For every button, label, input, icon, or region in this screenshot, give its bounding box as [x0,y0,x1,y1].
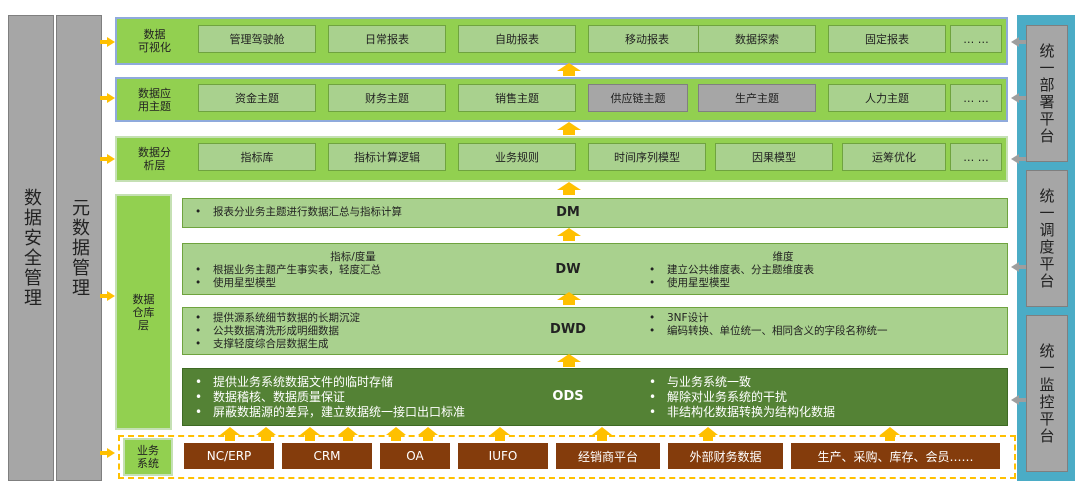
dw-right-title: 维度 [772,251,794,263]
app-item-fund[interactable]: 资金主题 [198,84,316,112]
unified-deploy-platform: 统一部署平台 [1026,25,1068,162]
dm-bullet: 报表分业务主题进行数据汇总与指标计算 [195,206,402,219]
dw-bar: 指标/度量 根据业务主题产生事实表，轻度汇总 使用星型模型 DW 维度 建立公共… [182,243,1008,295]
app-item-finance[interactable]: 财务主题 [328,84,446,112]
dw-right-bullet: 建立公共维度表、分主题维度表 [649,264,814,277]
warehouse-layer: 数据 仓库 层 [115,194,172,430]
ods-right-bullet: 解除对业务系统的干扰 [649,390,835,405]
dwd-left-bullets: 提供源系统细节数据的长期沉淀 公共数据清洗形成明细数据 支撑轻度综合层数据生成 [195,312,360,351]
dw-left-bullet: 使用星型模型 [195,277,381,290]
source-item-external-finance[interactable]: 外部财务数据 [668,443,783,469]
analysis-item-business-rules[interactable]: 业务规则 [458,143,576,171]
analysis-item-time-series[interactable]: 时间序列模型 [588,143,706,171]
ods-right-bullet: 与业务系统一致 [649,375,835,390]
viz-item-cockpit[interactable]: 管理驾驶舱 [198,25,316,53]
app-item-hr[interactable]: 人力主题 [828,84,946,112]
source-system-frame [118,435,1016,479]
viz-item-self-service-report[interactable]: 自助报表 [458,25,576,53]
ods-bar: 提供业务系统数据文件的临时存储 数据稽核、数据质量保证 屏蔽数据源的差异，建立数… [182,368,1008,426]
viz-item-more[interactable]: … … [950,25,1002,53]
analysis-item-causal-model[interactable]: 因果模型 [715,143,833,171]
source-item-production-etc[interactable]: 生产、采购、库存、会员…… [791,443,1000,469]
dw-right-bullet: 使用星型模型 [649,277,814,290]
application-theme-layer-label: 数据应 用主题 [138,86,171,113]
data-security-column: 数据安全管理 [8,15,54,481]
app-item-sales[interactable]: 销售主题 [458,84,576,112]
analysis-item-optimization[interactable]: 运筹优化 [842,143,946,171]
app-item-more[interactable]: … … [950,84,1002,112]
dwd-left-bullet: 支撑轻度综合层数据生成 [195,338,360,351]
viz-item-daily-report[interactable]: 日常报表 [328,25,446,53]
ods-left-bullet: 数据稽核、数据质量保证 [195,390,465,405]
dw-left-bullet: 根据业务主题产生事实表，轻度汇总 [195,264,381,277]
ods-right-bullets: 与业务系统一致 解除对业务系统的干扰 非结构化数据转换为结构化数据 [649,375,835,420]
dm-code: DM [556,205,580,220]
source-item-oa[interactable]: OA [380,443,450,469]
ods-left-bullet: 屏蔽数据源的差异，建立数据统一接口出口标准 [195,405,465,420]
source-item-iufo[interactable]: IUFO [458,443,548,469]
ods-right-bullet: 非结构化数据转换为结构化数据 [649,405,835,420]
application-theme-layer: 数据应 用主题 资金主题 财务主题 销售主题 供应链主题 生产主题 人力主题 …… [115,77,1008,122]
dwd-left-bullet: 公共数据清洗形成明细数据 [195,325,360,338]
source-system-label: 业务 系统 [137,444,159,470]
dw-right-bullets: 建立公共维度表、分主题维度表 使用星型模型 [649,264,814,290]
dwd-code: DWD [550,322,586,337]
source-item-dealer-platform[interactable]: 经销商平台 [556,443,660,469]
visualization-layer-label: 数据 可视化 [138,28,171,54]
unified-monitor-platform: 统一监控平台 [1026,315,1068,472]
analysis-layer: 数据分 析层 指标库 指标计算逻辑 业务规则 时间序列模型 因果模型 运筹优化 … [115,136,1008,182]
dwd-right-bullets: 3NF设计 编码转换、单位统一、相同含义的字段名称统一 [649,312,888,338]
dwd-right-bullet: 编码转换、单位统一、相同含义的字段名称统一 [649,325,888,338]
dwd-left-bullet: 提供源系统细节数据的长期沉淀 [195,312,360,325]
dm-bar: 报表分业务主题进行数据汇总与指标计算 DM [182,198,1008,228]
source-item-crm[interactable]: CRM [282,443,372,469]
dw-code: DW [555,262,581,277]
viz-item-data-exploration[interactable]: 数据探索 [698,25,816,53]
analysis-item-more[interactable]: … … [950,143,1002,171]
dwd-right-bullet: 3NF设计 [649,312,888,325]
viz-item-fixed-report[interactable]: 固定报表 [828,25,946,53]
visualization-layer: 数据 可视化 管理驾驶舱 日常报表 自助报表 移动报表 数据探索 固定报表 … … [115,17,1008,65]
ods-left-bullet: 提供业务系统数据文件的临时存储 [195,375,465,390]
app-item-supply-chain[interactable]: 供应链主题 [588,84,688,112]
dw-left-title: 指标/度量 [330,251,376,263]
viz-item-mobile-report[interactable]: 移动报表 [588,25,706,53]
dm-left-bullets: 报表分业务主题进行数据汇总与指标计算 [195,206,402,219]
warehouse-layer-label: 数据 仓库 层 [132,292,155,332]
app-item-production[interactable]: 生产主题 [698,84,816,112]
analysis-item-metric-library[interactable]: 指标库 [198,143,316,171]
dw-left-bullets: 根据业务主题产生事实表，轻度汇总 使用星型模型 [195,264,381,290]
source-system-label-box: 业务 系统 [123,438,173,476]
ods-left-bullets: 提供业务系统数据文件的临时存储 数据稽核、数据质量保证 屏蔽数据源的差异，建立数… [195,375,465,420]
analysis-layer-label: 数据分 析层 [138,146,171,172]
source-item-nc-erp[interactable]: NC/ERP [184,443,274,469]
dwd-bar: 提供源系统细节数据的长期沉淀 公共数据清洗形成明细数据 支撑轻度综合层数据生成 … [182,307,1008,355]
analysis-item-metric-logic[interactable]: 指标计算逻辑 [328,143,446,171]
ods-code: ODS [552,389,584,404]
unified-schedule-platform: 统一调度平台 [1026,170,1068,307]
metadata-management-column: 元数据管理 [56,15,102,481]
